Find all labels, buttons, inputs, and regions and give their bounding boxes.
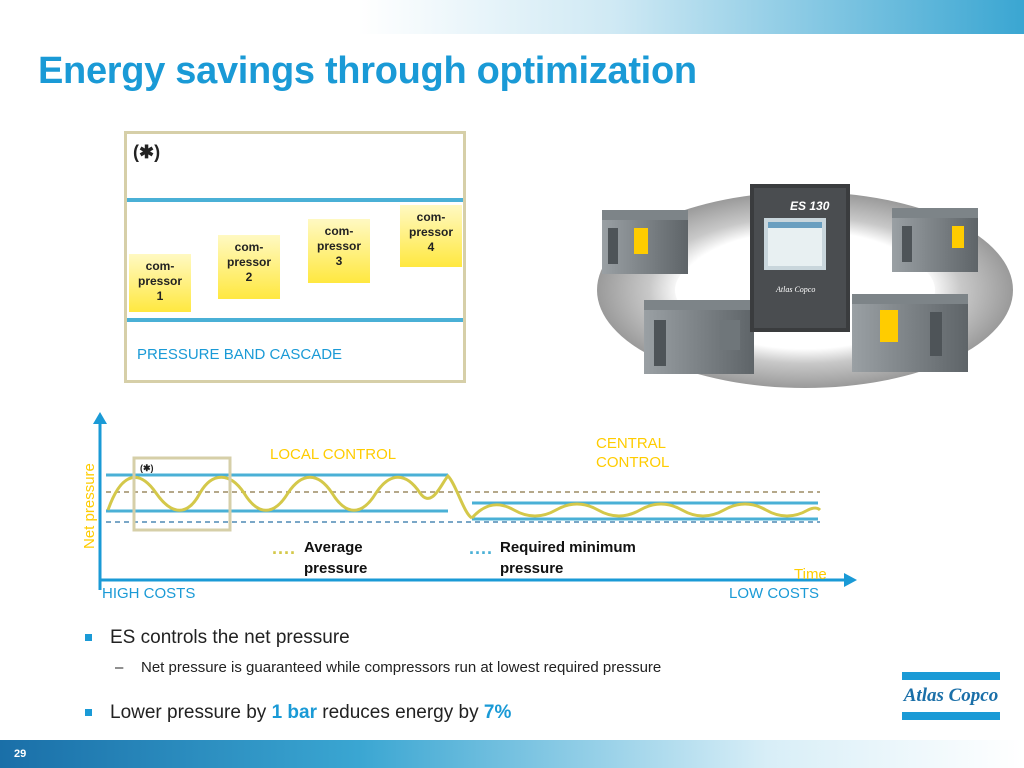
central-control-label: CENTRAL CONTROL <box>596 435 670 471</box>
compressor-4-box: com- pressor 4 <box>400 205 462 267</box>
top-gradient-band <box>0 0 1024 34</box>
bullet-marker <box>85 634 92 641</box>
local-control-label: LOCAL CONTROL <box>270 446 397 463</box>
compressor-3-box: com- pressor 3 <box>308 219 370 283</box>
average-pressure-legend-text: Average pressure <box>304 539 368 577</box>
compressor-2-box: com- pressor 2 <box>218 235 280 299</box>
cascade-lower-band-line <box>127 318 463 322</box>
logo-text: Atlas Copco <box>903 685 999 706</box>
local-pressure-curve <box>106 473 473 520</box>
bullet-marker <box>85 709 92 716</box>
net-pressure-chart: (✱) <box>93 412 857 590</box>
high-costs-label: HIGH COSTS <box>102 585 196 602</box>
es-controller-icon: ES 130 Atlas Copco <box>750 184 850 332</box>
slide-title: Energy savings through optimization <box>38 50 697 92</box>
cascade-symbol: (✱) <box>133 142 161 162</box>
required-minimum-legend-text: Required minimum pressure <box>500 539 636 577</box>
logo-bar-bottom <box>902 712 1000 720</box>
bullet-text-part: Lower pressure by <box>110 702 267 723</box>
compressor-unit-icon <box>892 208 978 272</box>
compressor-unit-icon <box>852 294 968 372</box>
compressor-unit-icon <box>602 210 688 274</box>
controller-brand: Atlas Copco <box>775 285 815 294</box>
logo-bar-top <box>902 672 1000 680</box>
bullet-lower-pressure: Lower pressure by 1 bar reduces energy b… <box>110 702 511 724</box>
controller-label: ES 130 <box>790 199 830 213</box>
x-axis-label: Time <box>794 566 827 583</box>
bullet-es-controls: ES controls the net pressure <box>110 627 350 648</box>
average-pressure-legend-marker: .... <box>272 538 297 558</box>
cascade-highlight-box <box>132 456 232 532</box>
pressure-band-cascade-panel: (✱) com- pressor 1 com- pressor 2 com- p… <box>124 131 466 383</box>
value-1-bar: 1 bar <box>271 702 317 723</box>
bullet-text-part: reduces energy by <box>322 702 479 723</box>
atlas-copco-logo: Atlas Copco <box>902 672 1000 720</box>
low-costs-label: LOW COSTS <box>729 585 820 602</box>
required-minimum-legend-marker: .... <box>469 538 494 558</box>
sub-bullet-net-pressure: Net pressure is guaranteed while compres… <box>141 659 662 676</box>
y-axis-label-container: Net pressure <box>80 439 100 549</box>
es-system-illustration: ES 130 Atlas Copco <box>597 184 1013 388</box>
sub-bullet-dash: – <box>115 659 124 676</box>
bottom-gradient-band <box>0 740 1024 768</box>
page-number: 29 <box>14 748 27 760</box>
x-axis-arrow <box>844 573 857 587</box>
compressor-1-box: com- pressor 1 <box>129 254 191 312</box>
cascade-caption: PRESSURE BAND CASCADE <box>137 346 343 363</box>
central-pressure-curve <box>470 502 822 520</box>
chart-marker-symbol: (✱) <box>140 463 154 473</box>
y-axis-label: Net pressure <box>81 463 98 549</box>
y-axis-arrow <box>93 412 107 424</box>
compressor-unit-icon <box>644 300 754 374</box>
cascade-upper-band-line <box>127 198 463 202</box>
value-7-percent: 7% <box>483 702 512 723</box>
